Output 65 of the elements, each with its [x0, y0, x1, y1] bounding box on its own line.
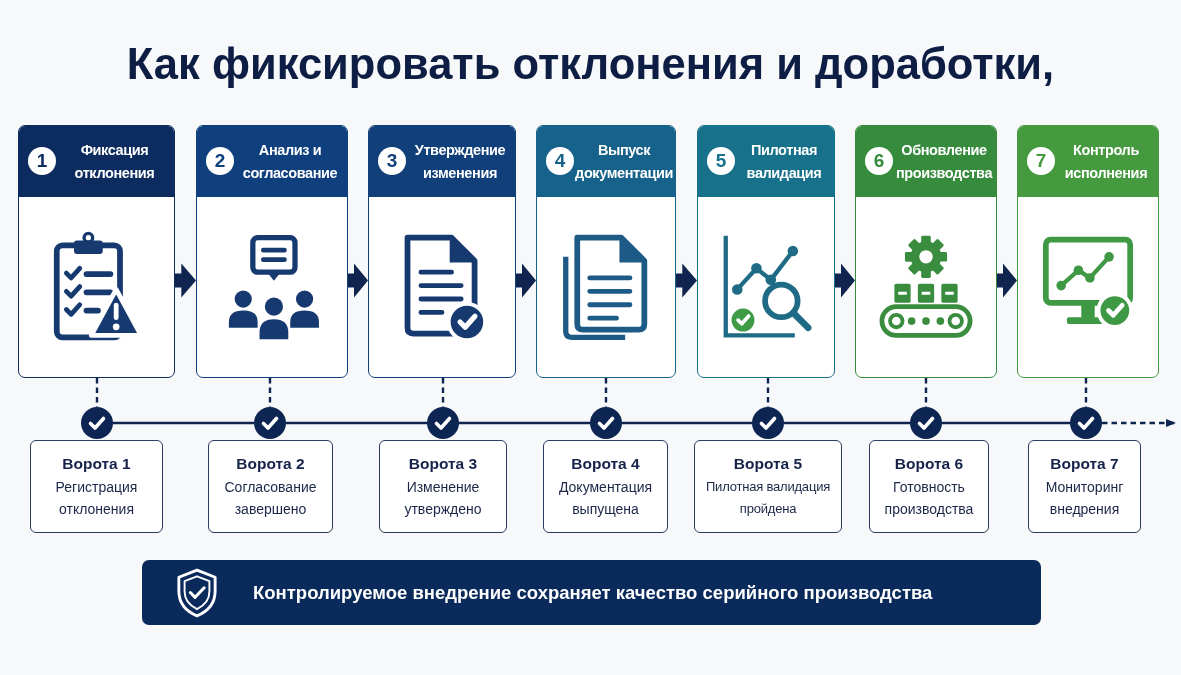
gate-title: Ворота 7 — [1050, 454, 1119, 474]
block-arrow — [175, 263, 196, 298]
timeline-line — [784, 421, 910, 425]
step-number: 2 — [206, 147, 234, 175]
timeline-line — [622, 421, 752, 425]
check-circle-icon — [1070, 407, 1102, 439]
gate-description: Готовность производства — [883, 478, 975, 519]
gate-card — [694, 440, 842, 533]
block-arrow — [348, 263, 368, 298]
gate-card — [543, 440, 668, 533]
check-circle-icon — [427, 407, 459, 439]
gate-title: Ворота 2 — [236, 454, 305, 474]
gate-title: Ворота 5 — [733, 454, 803, 474]
check-circle-icon — [81, 407, 113, 439]
gate-description: Изменение утверждено — [403, 478, 483, 519]
gate-card — [869, 440, 989, 533]
gate-title: Ворота 6 — [894, 454, 964, 474]
timeline-line — [113, 421, 254, 425]
gate-title: Ворота 3 — [408, 454, 478, 474]
step-number: 4 — [546, 147, 574, 175]
step-card — [855, 125, 997, 378]
step-title: Утверждение изменения — [413, 141, 507, 183]
step-title: Анализ и согласование — [241, 141, 339, 183]
step-number: 5 — [707, 147, 735, 175]
step-card — [1017, 125, 1159, 378]
gate-card — [30, 440, 163, 533]
step-card — [18, 125, 175, 378]
block-arrow — [676, 263, 697, 298]
step-number: 7 — [1027, 147, 1055, 175]
timeline-line — [459, 421, 590, 425]
banner-text: Контролируемое внедрение сохраняет качество серийного производства — [253, 581, 933, 604]
timeline-line — [942, 421, 1070, 425]
step-number: 1 — [28, 147, 56, 175]
step-title: Пилотная валидация — [745, 141, 823, 183]
step-title: Выпуск документации — [575, 141, 673, 183]
step-number: 3 — [378, 147, 406, 175]
gate-description: Регистрация отклонения — [54, 478, 139, 519]
gate-description: Мониторинг внедрения — [1044, 478, 1125, 519]
check-circle-icon — [752, 407, 784, 439]
gate-card — [379, 440, 507, 533]
gate-title: Ворота 4 — [571, 454, 640, 474]
timeline-line — [286, 421, 427, 425]
gate-description: Документация выпущена — [557, 478, 654, 519]
step-title: Обновление производства — [895, 141, 993, 183]
gate-description: Согласование завершено — [223, 478, 318, 519]
check-circle-icon — [590, 407, 622, 439]
diagram-title: Как фиксировать отклонения и доработки, — [126, 39, 1055, 90]
step-title: Контроль исполнения — [1063, 141, 1149, 183]
check-circle-icon — [910, 407, 942, 439]
block-arrow — [516, 263, 536, 298]
step-card — [368, 125, 516, 378]
gate-title: Ворота 1 — [62, 454, 131, 474]
gate-description: Пилотная валидация пройдена — [704, 478, 832, 518]
dashed-arrow — [1102, 419, 1176, 427]
step-title: Фиксация отклонения — [73, 141, 156, 183]
block-arrow — [835, 263, 855, 298]
gate-card — [1028, 440, 1141, 533]
step-card — [697, 125, 835, 378]
summary-banner — [142, 560, 1041, 625]
step-card — [536, 125, 676, 378]
step-card — [196, 125, 348, 378]
check-circle-icon — [254, 407, 286, 439]
step-number: 6 — [865, 147, 893, 175]
block-arrow — [997, 263, 1017, 298]
gate-card — [208, 440, 333, 533]
